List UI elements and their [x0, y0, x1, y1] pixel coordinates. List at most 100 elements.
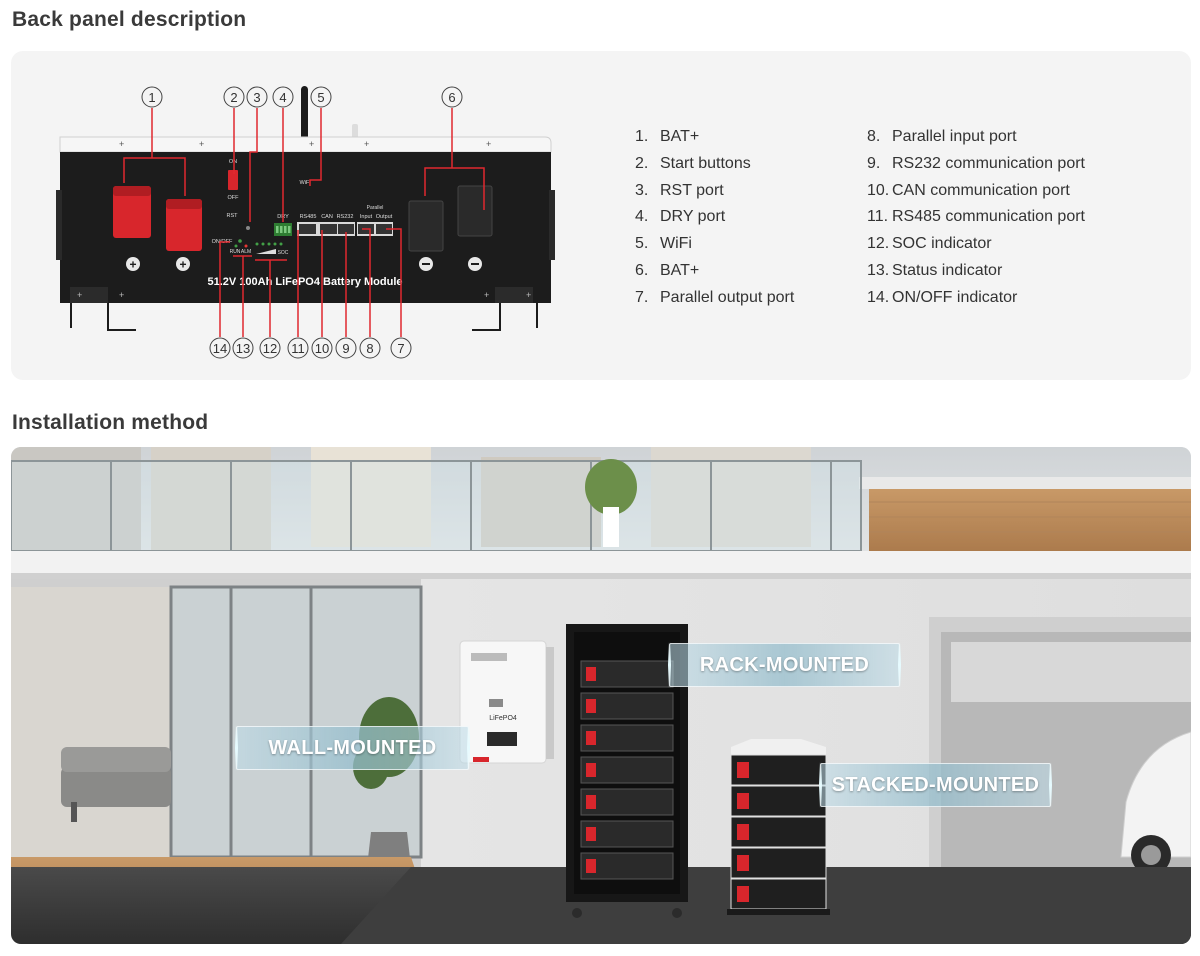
- callout-1: [141, 86, 163, 108]
- plus-icon-1: [126, 257, 140, 271]
- stacked-mounted-label: STACKED-MOUNTED: [819, 762, 1052, 808]
- switch-off-label: OFF: [228, 195, 240, 201]
- bat-negative-terminal-1: [408, 200, 444, 252]
- callout-4: [272, 86, 294, 108]
- callout-3: [246, 86, 268, 108]
- legend-item: 4.DRY port: [635, 208, 726, 226]
- svg-text:+: +: [179, 258, 186, 272]
- legend-left: 1.BAT+ 2.Start buttons 3.RST port 4.DRY …: [635, 124, 794, 312]
- svg-text:+: +: [129, 258, 136, 272]
- legend-item: 12.SOC indicator: [867, 235, 992, 253]
- rack-mounted-battery: [566, 624, 688, 918]
- callout-12-number: 12: [263, 341, 277, 356]
- callout-11-number: 11: [291, 341, 305, 356]
- svg-text:+: +: [119, 139, 124, 149]
- onoff-led: [238, 239, 242, 243]
- can-label: CAN: [321, 214, 333, 220]
- svg-text:+: +: [526, 290, 531, 300]
- legend-item: 11.RS485 communication port: [867, 208, 1085, 226]
- callout-9-number: 9: [342, 341, 349, 356]
- legend-item: 8.Parallel input port: [867, 128, 1017, 145]
- callout-5-number: 5: [317, 90, 324, 105]
- soc-label: SOC: [278, 250, 289, 256]
- installation-scene: LiFePO4: [11, 447, 1191, 944]
- callout-14-number: 14: [213, 341, 227, 356]
- legend-item: 13.Status indicator: [867, 261, 1003, 279]
- start-switch: [228, 170, 238, 190]
- callout-5: [310, 86, 332, 108]
- svg-text:+: +: [484, 290, 489, 300]
- callout-4-number: 4: [279, 90, 286, 105]
- callout-6-number: 6: [448, 90, 455, 105]
- callout-11: [287, 337, 309, 359]
- plus-icon-2: [176, 257, 190, 271]
- rack-mounted-label: RACK-MOUNTED: [668, 642, 901, 688]
- installation-title: Installation method: [12, 411, 209, 434]
- wifi-antenna: [301, 86, 308, 152]
- wifi-label: WiFi: [300, 180, 311, 186]
- house-illustration: LiFePO4: [11, 447, 1191, 944]
- legend-item: 9.RS232 communication port: [867, 154, 1085, 172]
- rs232-label: RS232: [337, 214, 354, 220]
- callout-7: [390, 337, 412, 359]
- callout-14: [209, 337, 231, 359]
- callout-2: [223, 86, 245, 108]
- callout-10: [311, 337, 333, 359]
- callout-7-number: 7: [397, 341, 404, 356]
- callout-13-number: 13: [236, 341, 250, 356]
- svg-text:+: +: [486, 139, 491, 149]
- callout-6: [441, 86, 463, 108]
- bat-negative-terminal-2: [457, 185, 493, 237]
- svg-text:+: +: [309, 139, 314, 149]
- rst-label: RST: [227, 213, 239, 219]
- legend-item: 7.Parallel output port: [635, 288, 795, 306]
- back-panel-title: Back panel description: [12, 8, 247, 31]
- input-label: Input: [360, 214, 373, 220]
- can-port: [320, 224, 337, 234]
- callout-8-number: 8: [366, 341, 373, 356]
- module-top: [59, 136, 552, 153]
- alm-label: ALM: [241, 249, 251, 255]
- bracket-left: [70, 287, 108, 303]
- legend-item: 1.BAT+: [635, 128, 700, 145]
- switch-on-label: ON: [229, 159, 237, 165]
- callout-13: [232, 337, 254, 359]
- rs485-port: [299, 224, 316, 234]
- callout-9: [335, 337, 357, 359]
- wall-mounted-label: WALL-MOUNTED: [235, 725, 470, 771]
- legend-item: 14.ON/OFF indicator: [867, 288, 1018, 306]
- stacked-mounted-battery: [727, 739, 830, 915]
- legend-item: 10.CAN communication port: [867, 181, 1070, 199]
- callout-12: [259, 337, 281, 359]
- callout-3-number: 3: [253, 90, 260, 105]
- wall-mounted-battery: LiFePO4: [459, 640, 554, 764]
- back-panel-diagram: ++ ++ + ++ ++ + + ON OFF RST DRY WiFi RS…: [56, 86, 555, 359]
- callout-2-number: 2: [230, 90, 237, 105]
- callouts-top: [141, 86, 463, 108]
- parallel-output-port: [376, 224, 392, 234]
- svg-text:+: +: [364, 139, 369, 149]
- rs485-label: RS485: [300, 214, 317, 220]
- svg-text:+: +: [119, 290, 124, 300]
- legend-item: 3.RST port: [635, 181, 724, 199]
- callout-8: [359, 337, 381, 359]
- run-label: RUN: [230, 249, 241, 255]
- callout-1-number: 1: [148, 90, 155, 105]
- parallel-label: Parallel: [367, 205, 384, 211]
- callouts-bottom: [209, 337, 412, 359]
- legend-right: 8.Parallel input port 9.RS232 communicat…: [867, 124, 1085, 312]
- bat-positive-terminal-2: [166, 199, 202, 251]
- callout-leaders: [123, 108, 485, 337]
- svg-text:+: +: [77, 290, 82, 300]
- wall-unit-label: LiFePO4: [489, 715, 517, 722]
- legend-item: 6.BAT+: [635, 261, 700, 279]
- bat-positive-terminal-1: [113, 186, 151, 238]
- legend-item: 5.WiFi: [635, 235, 692, 253]
- callout-10-number: 10: [315, 341, 329, 356]
- output-label: Output: [376, 214, 393, 220]
- svg-text:+: +: [199, 139, 204, 149]
- bracket-right: [495, 287, 533, 303]
- rst-port: [246, 226, 250, 230]
- legend-item: 2.Start buttons: [635, 154, 751, 172]
- rs232-port: [338, 224, 354, 234]
